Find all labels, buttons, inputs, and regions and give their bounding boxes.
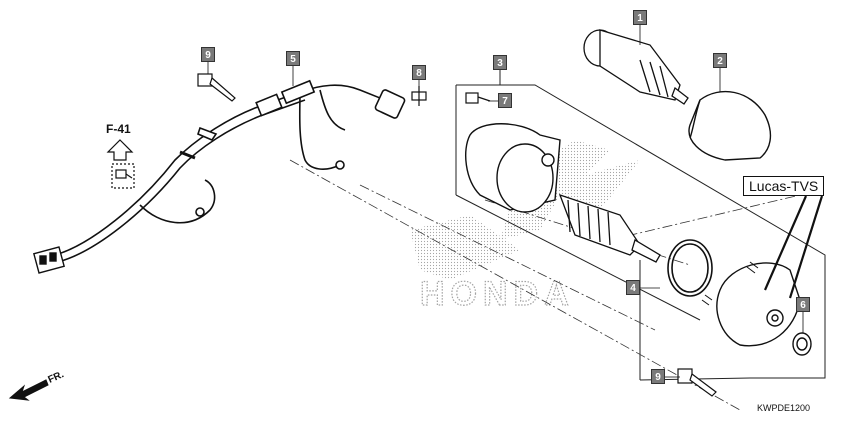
bolt-9-top (197, 73, 236, 102)
callout-7: 7 (498, 93, 512, 108)
washer (792, 332, 812, 356)
leader-lines (289, 159, 801, 411)
watermark-text: HONDA (420, 275, 575, 313)
callout-4: 4 (626, 280, 640, 295)
callout-8: 8 (412, 65, 426, 80)
bolt-7 (465, 92, 491, 104)
callout-leaders (207, 25, 804, 378)
callout-9-top: 9 (201, 47, 215, 62)
armature (558, 193, 661, 263)
bolt-8 (411, 86, 427, 106)
callout-9-bottom: 9 (651, 369, 665, 384)
bolt-9-bottom (677, 368, 717, 397)
ref-arrow (106, 139, 134, 161)
brand-pointers (763, 195, 824, 299)
front-arrow (8, 379, 49, 401)
end-cover (688, 90, 772, 161)
bolt-ref (111, 163, 135, 189)
coupler (32, 246, 66, 274)
ref-label: F-41 (106, 122, 131, 136)
o-ring (667, 239, 713, 297)
callout-5: 5 (286, 51, 300, 66)
starter-motor (465, 123, 561, 213)
callout-2: 2 (713, 53, 727, 68)
callout-3: 3 (493, 55, 507, 70)
honda-watermark: HONDA (410, 140, 640, 314)
brand-label: Lucas-TVS (743, 176, 825, 196)
drawing-code: KWPDE1200 (757, 403, 811, 413)
assembly-outline (455, 70, 826, 381)
callout-1: 1 (633, 10, 647, 25)
wire-harness (54, 79, 406, 263)
brush-holder (701, 261, 801, 347)
drive-gear (583, 29, 689, 105)
callout-6: 6 (796, 297, 810, 312)
